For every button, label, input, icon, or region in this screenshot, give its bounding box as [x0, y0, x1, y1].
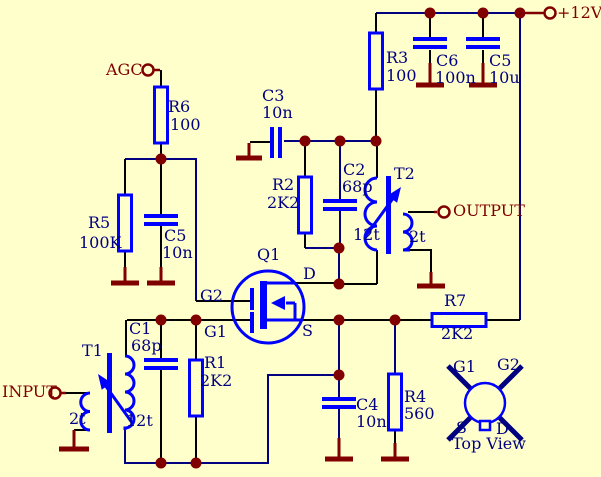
t2-secondary-label: 2t — [409, 227, 426, 246]
input-terminal-label: INPUT — [2, 382, 57, 401]
r6-ref-label: R6 — [168, 97, 191, 116]
c2-ref-label: C2 — [343, 160, 366, 179]
transformer-t2-symbol — [363, 176, 414, 254]
r4-value-label: 560 — [404, 404, 435, 423]
r2-ref-label: R2 — [272, 175, 295, 194]
capacitor-c1-symbol — [144, 358, 178, 370]
capacitor-c6-symbol — [413, 37, 447, 49]
resistor-r1-symbol — [188, 358, 204, 418]
r7-ref-label: R7 — [444, 291, 467, 310]
r3-ref-label: R3 — [386, 48, 409, 67]
r6-value-label: 100 — [170, 115, 201, 134]
c5a-value-label: 10n — [162, 243, 193, 262]
c5b-value-label: 10u — [489, 68, 520, 87]
t2-primary-label: 12t — [353, 225, 380, 244]
resistor-r3-symbol — [368, 31, 384, 91]
r2-value-label: 2K2 — [267, 193, 300, 212]
resistor-r5-symbol — [117, 193, 133, 253]
q1-g2-label: G2 — [200, 286, 223, 305]
agc-terminal-circle — [141, 63, 155, 77]
c1-ref-label: C1 — [129, 319, 152, 338]
top-view-g1-label: G1 — [453, 357, 476, 376]
agc-terminal-label: AGC — [106, 60, 143, 79]
power-terminal-label: +12V — [557, 3, 601, 22]
capacitor-c5a-symbol — [144, 214, 178, 226]
t1-ref-label: T1 — [82, 341, 103, 360]
capacitor-c5b-symbol — [466, 37, 500, 49]
c2-value-label: 68p — [342, 177, 373, 196]
r5-ref-label: R5 — [88, 213, 111, 232]
c4-value-label: 10n — [356, 412, 387, 431]
r3-value-label: 100 — [386, 66, 417, 85]
resistor-r7-symbol — [430, 312, 488, 328]
q1-ref-label: Q1 — [257, 245, 281, 264]
r1-value-label: 2K2 — [200, 371, 233, 390]
component-leads — [66, 13, 520, 463]
c4-ref-label: C4 — [356, 395, 379, 414]
c6-ref-label: C6 — [436, 51, 459, 70]
r1-ref-label: R1 — [204, 353, 227, 372]
t1-primary-label: 2t — [69, 409, 86, 428]
top-view-d-label: D — [496, 419, 509, 438]
c1-value-label: 68p — [131, 336, 162, 355]
output-terminal-label: OUTPUT — [453, 201, 525, 220]
c6-value-label: 100n — [435, 68, 476, 87]
t2-ref-label: T2 — [394, 164, 415, 183]
transistor-q1-symbol — [230, 269, 306, 345]
package-top-view-symbol — [446, 364, 524, 442]
resistor-r2-symbol — [297, 175, 313, 235]
resistor-r6-symbol — [153, 85, 169, 145]
top-view-caption: Top View — [452, 434, 526, 453]
capacitor-c2-symbol — [323, 199, 357, 211]
power-terminal-circle — [543, 6, 557, 20]
transformer-t1-symbol — [79, 353, 136, 433]
capacitor-c3-symbol — [270, 127, 282, 158]
output-terminal-circle — [437, 205, 451, 219]
c3-value-label: 10n — [262, 103, 293, 122]
input-terminal-circle — [48, 386, 62, 400]
capacitor-c4-symbol — [322, 397, 356, 409]
c5a-ref-label: C5 — [164, 226, 187, 245]
q1-g1-label: G1 — [204, 322, 227, 341]
wires — [124, 12, 545, 464]
top-view-s-label: S — [456, 418, 467, 437]
junction-dots — [155, 7, 526, 469]
t1-secondary-label: 12t — [126, 411, 153, 430]
ground-symbols — [59, 63, 497, 462]
r5-value-label: 100K — [79, 233, 122, 252]
top-view-g2-label: G2 — [497, 355, 520, 374]
terminal-stubs — [61, 11, 543, 395]
resistor-r4-symbol — [387, 372, 403, 432]
q1-s-label: S — [302, 321, 313, 340]
c3-ref-label: C3 — [262, 86, 285, 105]
r7-value-label: 2K2 — [441, 324, 474, 343]
r4-ref-label: R4 — [404, 387, 427, 406]
q1-d-label: D — [303, 264, 316, 283]
c5b-ref-label: C5 — [489, 51, 512, 70]
